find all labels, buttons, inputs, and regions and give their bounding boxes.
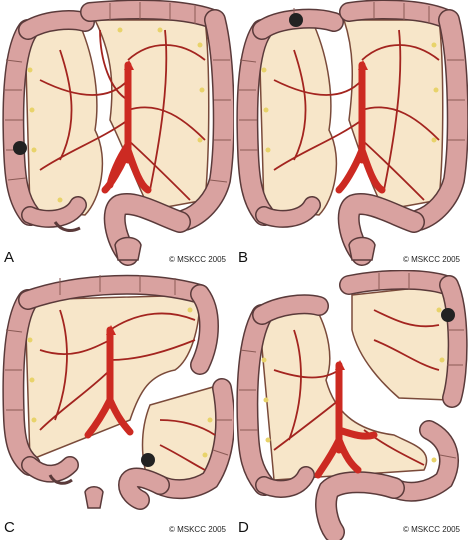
tumor-d — [441, 308, 455, 322]
panel-a: A © MSKCC 2005 — [0, 0, 234, 270]
panel-b: B © MSKCC 2005 — [234, 0, 468, 270]
colon-illustration-d — [236, 270, 468, 540]
tumor-a — [13, 141, 27, 155]
colon-illustration-b — [236, 0, 468, 266]
colon-illustration-c — [2, 274, 234, 510]
credit-b: © MSKCC 2005 — [402, 255, 460, 264]
colon-illustration-a — [2, 0, 234, 266]
panel-c: C © MSKCC 2005 — [0, 270, 234, 540]
credit-d: © MSKCC 2005 — [402, 525, 460, 534]
tumor-c — [141, 453, 155, 467]
panel-letter-a: A — [4, 249, 15, 266]
panel-d: D © MSKCC 2005 — [234, 270, 468, 540]
panel-letter-b: B — [238, 249, 249, 266]
panel-letter-d: D — [238, 519, 249, 536]
tumor-b — [289, 13, 303, 27]
credit-a: © MSKCC 2005 — [168, 255, 226, 264]
credit-c: © MSKCC 2005 — [168, 525, 226, 534]
panel-letter-c: C — [4, 519, 15, 536]
